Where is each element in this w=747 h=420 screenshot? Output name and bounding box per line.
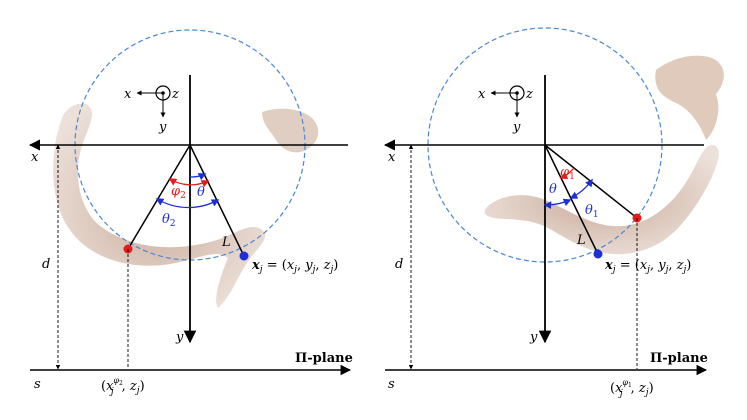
right-angle-phi-label: φ1: [560, 165, 575, 182]
left-object-wing: [262, 108, 319, 153]
left-angle-phi-label: φ2: [171, 184, 186, 201]
left-coord-triad: [136, 85, 171, 118]
left-angle-theta-label: θ: [197, 185, 205, 200]
left-arc-phi: [168, 178, 210, 188]
right-axis-x-label: x: [388, 150, 396, 165]
right-axis-s-label: s: [388, 377, 395, 392]
left-dist-label: d: [42, 257, 50, 272]
right-arc-theta: [543, 198, 572, 210]
right-object-silhouette: [484, 145, 719, 255]
left-arc-theta: [189, 173, 207, 181]
right-dist-label: d: [395, 257, 403, 272]
left-ray-red: [127, 144, 191, 250]
left-axis-y-label: y: [175, 330, 184, 345]
right-point-label: xj = (xj, yj, zj): [604, 258, 691, 275]
right-angle-theta-label: θ: [549, 182, 557, 197]
left-length-label: L: [221, 235, 231, 250]
left-coord-y-label: y: [158, 120, 167, 135]
right-coord-triad: [490, 85, 525, 118]
right-coord-x-label: x: [478, 87, 486, 102]
left-axis-s-label: s: [34, 377, 41, 392]
left-point-blue: [239, 251, 249, 261]
left-panel: x z y x y φ2 θ θ2 L xj = (xj, yj, zj) d …: [28, 29, 353, 397]
left-axis-x-label: x: [31, 150, 39, 165]
right-plane-label: Π-plane: [650, 351, 708, 366]
right-length-label: L: [576, 233, 586, 248]
right-angle-theta1-label: θ1: [585, 203, 599, 220]
left-plane-label: Π-plane: [295, 351, 353, 366]
left-coord-x-label: x: [124, 87, 132, 102]
right-axis-y-label: y: [529, 330, 538, 345]
left-arc-theta2: [155, 198, 220, 209]
right-arc-theta1: [569, 178, 593, 199]
right-coord-y-label: y: [512, 120, 521, 135]
right-arc-phi: [559, 167, 575, 179]
right-panel: x z y x y φ1 θ θ1 L xj = (xj, yj, zj) d …: [383, 27, 724, 399]
right-coord-z-label: z: [525, 87, 533, 102]
left-coord-z-label: z: [171, 87, 179, 102]
right-ray-blue: [544, 144, 599, 255]
left-angle-theta2-label: θ2: [162, 212, 176, 229]
left-point-label: xj = (xj, yj, zj): [251, 258, 338, 275]
left-object-silhouette: [53, 103, 266, 309]
right-point-blue: [593, 249, 603, 259]
right-object-wing: [655, 55, 724, 140]
